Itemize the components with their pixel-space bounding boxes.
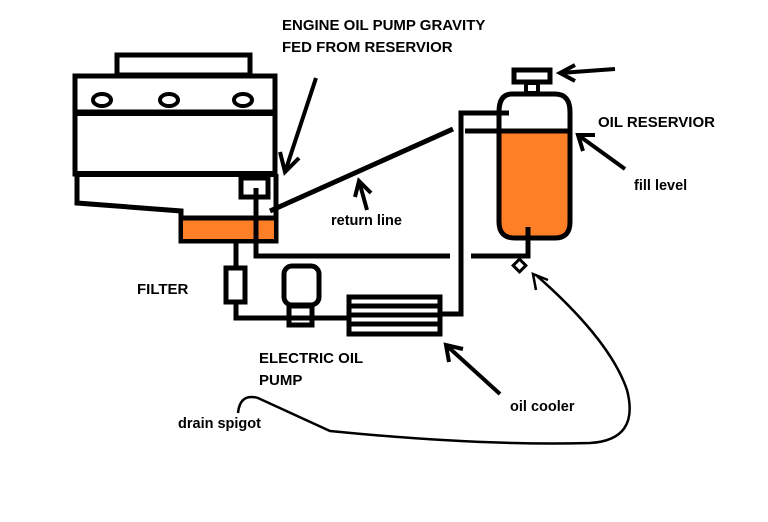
spark-plug-2 xyxy=(158,92,180,108)
label-fill-level: fill level xyxy=(634,178,688,194)
drain-spigot-valve xyxy=(511,257,528,274)
cooler-to-reservoir-line xyxy=(442,110,509,317)
reservoir-outlet xyxy=(521,227,531,259)
arrow-engine-pump xyxy=(278,77,318,176)
label-engine-oil-pump-line1: ENGINE OIL PUMP GRAVITY xyxy=(282,17,486,34)
spark-plug-3 xyxy=(232,92,254,108)
arrow-reservoir-cap xyxy=(555,63,616,83)
oil-cooler xyxy=(346,294,443,337)
pump-feed-line xyxy=(253,188,450,259)
label-return-line: return line xyxy=(331,213,402,229)
label-oil-reservoir: OIL RESERVIOR xyxy=(598,114,715,131)
return-line xyxy=(268,126,455,214)
oil-reservoir xyxy=(496,91,573,241)
label-filter: FILTER xyxy=(137,281,189,298)
oil-pan-oil xyxy=(183,219,274,239)
engine-lower-body xyxy=(74,174,279,244)
label-electric-oil-pump-line1: ELECTRIC OIL xyxy=(259,350,364,367)
label-drain-spigot: drain spigot xyxy=(178,416,261,432)
engine-valve-cover xyxy=(114,52,253,78)
arrow-return-line xyxy=(353,177,373,211)
electric-oil-pump xyxy=(281,263,322,328)
arrow-drain-spigot xyxy=(236,271,631,445)
label-electric-oil-pump-line2: PUMP xyxy=(259,372,303,389)
label-oil-cooler: oil cooler xyxy=(510,399,575,415)
engine xyxy=(72,52,279,244)
engine-block xyxy=(72,109,278,177)
reservoir-cap-neck xyxy=(524,81,540,95)
label-engine-oil-pump-line2: FED FROM RESERVIOR xyxy=(282,39,453,56)
arrow-fill-level xyxy=(575,133,627,171)
spark-plug-1 xyxy=(91,92,113,108)
reservoir-cap xyxy=(511,67,553,85)
filter xyxy=(223,265,248,305)
arrow-oil-cooler xyxy=(443,342,502,396)
